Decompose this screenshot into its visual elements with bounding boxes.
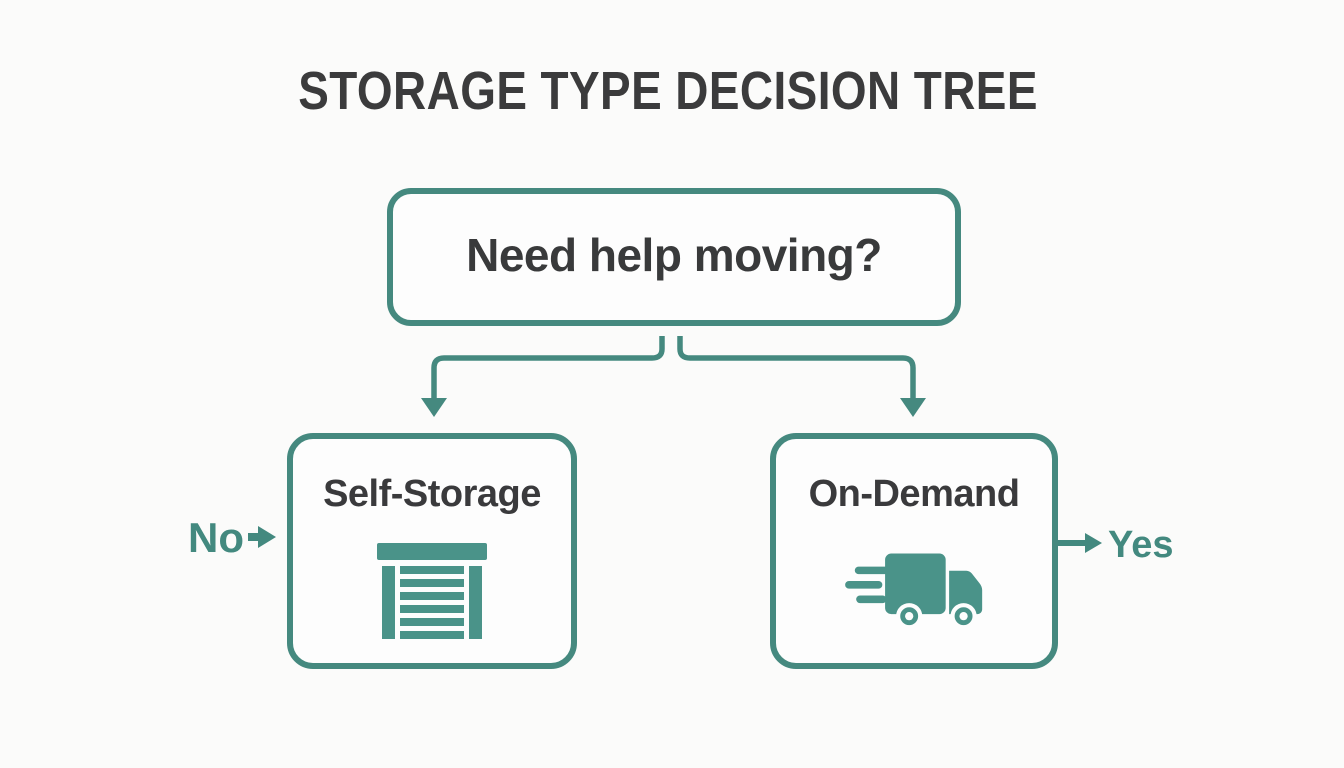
garage-door-icon	[377, 543, 487, 639]
on-demand-title: On-Demand	[808, 473, 1020, 515]
branch-arrowhead-yes-icon	[900, 398, 926, 417]
root-question-text: Need help moving?	[466, 229, 882, 281]
on-demand-node: On-Demand	[770, 433, 1058, 669]
no-arrowhead-icon	[258, 526, 276, 548]
branch-line-yes	[677, 336, 916, 400]
delivery-truck-icon	[845, 548, 983, 632]
page-title: STORAGE TYPE DECISION TREE	[0, 64, 1336, 118]
self-storage-title: Self-Storage	[323, 473, 541, 515]
branch-arrowhead-no-icon	[421, 398, 447, 417]
branch-label-no: No	[188, 514, 244, 561]
branch-line-no	[431, 336, 665, 400]
page-title-text: STORAGE TYPE DECISION TREE	[298, 61, 1038, 121]
yes-arrowhead-icon	[1085, 533, 1102, 553]
branch-label-yes: Yes	[1108, 524, 1174, 566]
self-storage-node: Self-Storage	[287, 433, 577, 669]
root-question-node: Need help moving?	[387, 188, 961, 326]
